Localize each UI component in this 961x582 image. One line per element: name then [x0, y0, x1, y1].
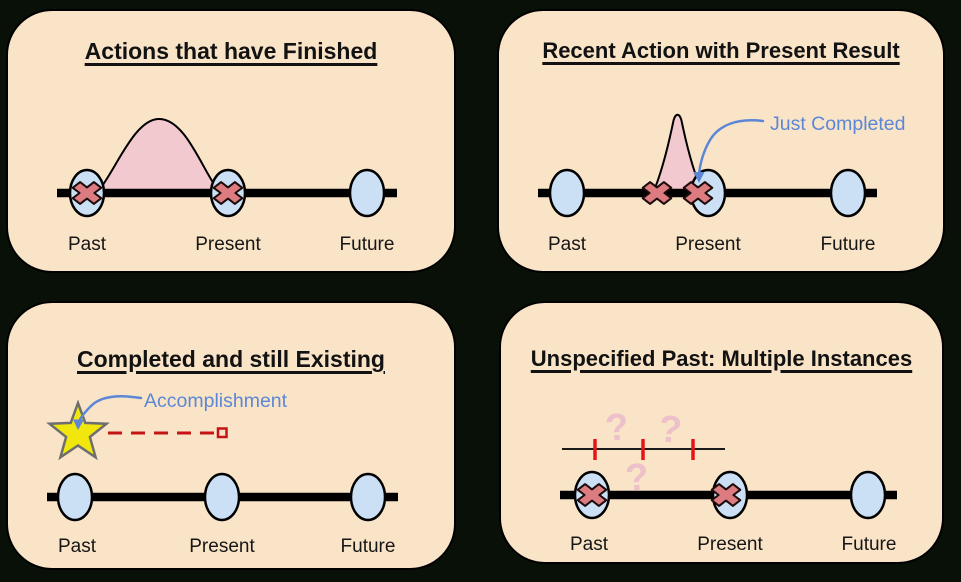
past-label: Past: [570, 534, 609, 555]
timeline-drawing: Accomplishment Past Present Future: [46, 390, 398, 557]
annotation-arrow: [77, 395, 143, 424]
star-icon: [46, 399, 110, 461]
future-marker: [348, 168, 386, 218]
timeline-drawing: Just Completed Past Present Future: [538, 113, 905, 255]
panel-completed-existing: Completed and still Existing Accomplishm…: [6, 301, 456, 570]
panel-title: Recent Action with Present Result: [542, 38, 900, 63]
future-marker: [349, 472, 387, 522]
future-marker: [849, 470, 887, 520]
present-label: Present: [697, 534, 763, 555]
past-label: Past: [68, 234, 107, 255]
panel-title: Actions that have Finished: [84, 38, 378, 64]
future-marker: [829, 168, 867, 218]
future-label: Future: [842, 534, 897, 555]
past-label: Past: [548, 234, 587, 255]
present-marker: [203, 472, 241, 522]
duration-end-square: [216, 427, 228, 439]
timeline-drawing: Past Present Future: [57, 117, 397, 255]
panel-actions-finished: Actions that have Finished Past Present …: [6, 9, 456, 273]
arrowhead-icon: [693, 172, 705, 183]
timeline-drawing: ? ? ? Past Present Future: [560, 406, 897, 555]
annotation-arrow: [697, 119, 765, 176]
present-label: Present: [675, 234, 741, 255]
future-label: Future: [821, 234, 876, 255]
past-marker: [56, 472, 94, 522]
past-label: Past: [58, 536, 97, 557]
present-label: Present: [189, 536, 255, 557]
panel-recent-action: Recent Action with Present Result Just C…: [497, 9, 945, 273]
just-completed-annotation: Just Completed: [770, 113, 905, 135]
question-mark: ?: [656, 408, 683, 452]
panel-unspecified-past: Unspecified Past: Multiple Instances ? ?…: [499, 301, 944, 564]
future-label: Future: [340, 234, 395, 255]
panel-title: Completed and still Existing: [77, 346, 385, 372]
question-mark: ?: [604, 406, 631, 450]
panel-title: Unspecified Past: Multiple Instances: [530, 346, 913, 371]
accomplishment-annotation: Accomplishment: [144, 390, 288, 412]
past-marker: [548, 168, 586, 218]
spike-curve: [651, 113, 705, 194]
future-label: Future: [341, 536, 396, 557]
present-label: Present: [195, 234, 261, 255]
arrowhead-icon: [73, 419, 84, 430]
bell-curve: [94, 117, 223, 194]
